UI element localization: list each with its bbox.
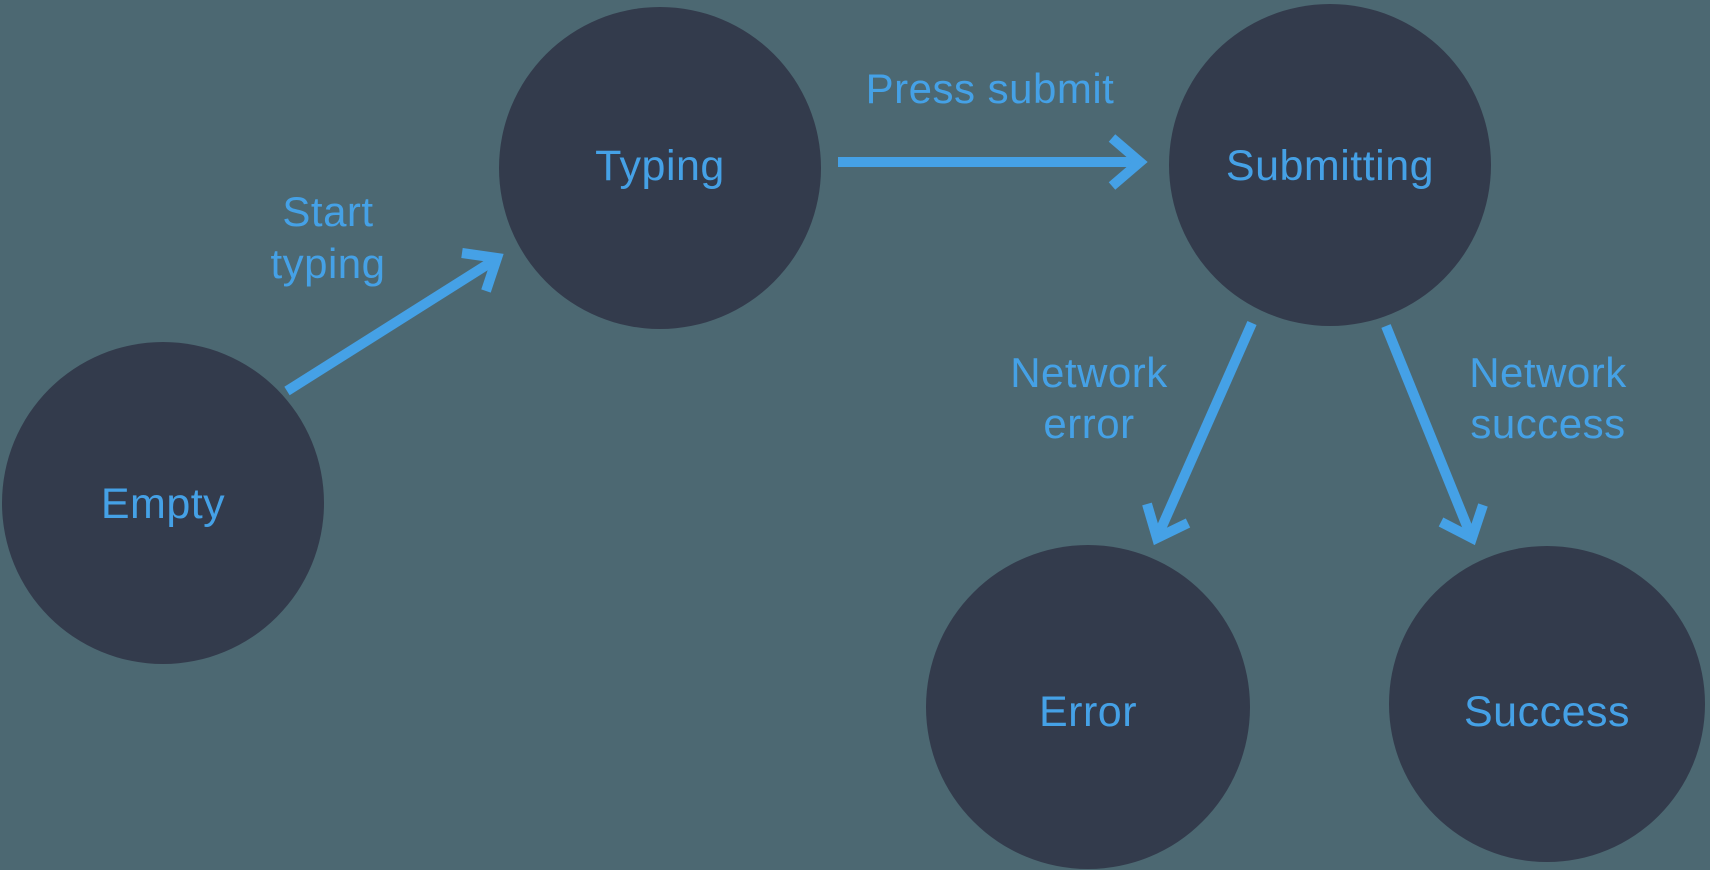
edge-network-success xyxy=(1381,324,1488,546)
edge-line xyxy=(1155,320,1257,534)
state-node-error xyxy=(926,545,1250,869)
state-label-empty: Empty xyxy=(101,480,225,528)
edge-line xyxy=(1381,324,1474,533)
state-node-typing xyxy=(499,7,821,329)
edge-label-line: typing xyxy=(270,240,385,287)
edge-label-start-typing: Start typing xyxy=(270,188,385,287)
state-label-typing: Typing xyxy=(595,142,725,190)
edge-label-line: Network xyxy=(1010,349,1168,396)
edge-label-network-error: Network error xyxy=(1010,349,1168,447)
state-node-submitting xyxy=(1169,4,1491,326)
state-label-success: Success xyxy=(1464,688,1630,736)
edge-label-line: Press submit xyxy=(866,65,1115,112)
edge-label-network-success: Network success xyxy=(1469,349,1627,447)
arrowhead-icon xyxy=(1142,502,1191,546)
state-label-error: Error xyxy=(1039,688,1137,736)
edge-label-press-submit: Press submit xyxy=(866,65,1115,112)
state-label-submitting: Submitting xyxy=(1226,142,1434,190)
edge-line xyxy=(284,256,496,396)
edge-press-submit xyxy=(838,134,1148,190)
arrowhead-icon xyxy=(1438,503,1488,546)
state-node-success xyxy=(1389,546,1705,862)
edge-network-error xyxy=(1142,320,1257,546)
edge-label-line: error xyxy=(1043,400,1134,447)
edge-start-typing xyxy=(284,248,504,396)
state-node-empty xyxy=(2,342,324,664)
arrowhead-icon xyxy=(1108,134,1148,190)
arrowhead-icon xyxy=(461,248,504,293)
edge-label-line: Network xyxy=(1469,349,1627,396)
edge-label-line: Start xyxy=(282,188,373,235)
edge-label-line: success xyxy=(1470,400,1625,447)
